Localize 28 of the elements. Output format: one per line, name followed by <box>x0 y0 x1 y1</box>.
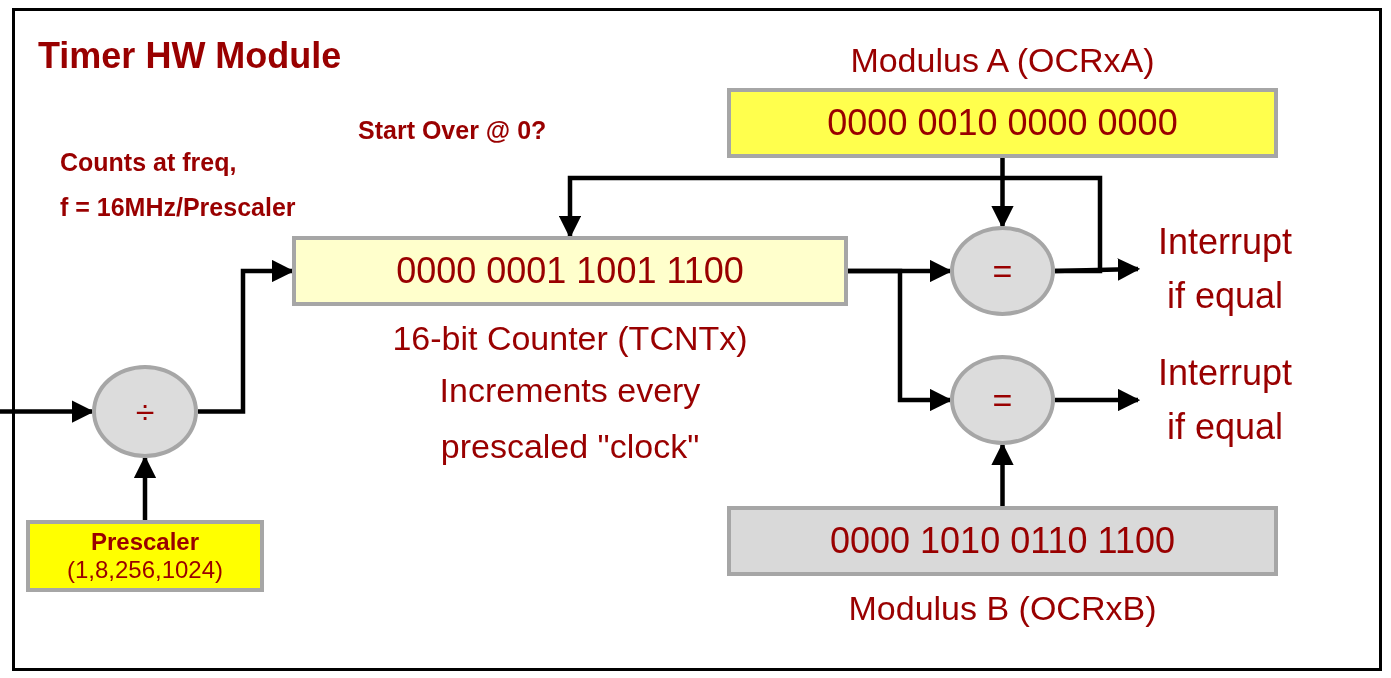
register-box <box>727 88 1278 158</box>
module-title: Timer HW Module <box>38 35 342 77</box>
annotation: Start Over @ 0? <box>358 116 547 145</box>
arrow <box>991 442 1014 506</box>
register-value: 0000 0010 0000 0000 <box>827 102 1178 144</box>
prescaler-values: (1,8,256,1024) <box>66 556 224 584</box>
prescaler-title: Prescaler <box>90 528 200 556</box>
prescaler-box <box>26 520 264 592</box>
output-label: Interrupt if equal <box>1150 346 1300 454</box>
module-frame <box>12 8 1382 671</box>
register-value: 0000 1010 0110 1100 <box>830 520 1175 562</box>
operator-symbol: ÷ <box>135 394 155 429</box>
node-label: Increments every prescaled "clock" <box>438 370 702 468</box>
annotation: Counts at freq, <box>60 148 237 177</box>
arrow <box>558 175 1103 274</box>
register-value: 0000 0001 1001 1100 <box>396 250 744 292</box>
operator-symbol: = <box>992 383 1013 417</box>
output-label: Interrupt if equal <box>1150 215 1300 323</box>
node-label: Modulus B (OCRxB) <box>847 588 1158 629</box>
counter-register <box>292 236 848 306</box>
register-box <box>727 506 1278 576</box>
node-label: Modulus A (OCRxA) <box>849 40 1156 81</box>
node-label: 16-bit Counter (TCNTx) <box>391 318 749 359</box>
arrow <box>991 158 1014 229</box>
arrow <box>1055 388 1141 412</box>
annotation: f = 16MHz/Prescaler <box>60 193 296 222</box>
operator-symbol: = <box>992 254 1013 288</box>
arrow <box>133 455 157 520</box>
